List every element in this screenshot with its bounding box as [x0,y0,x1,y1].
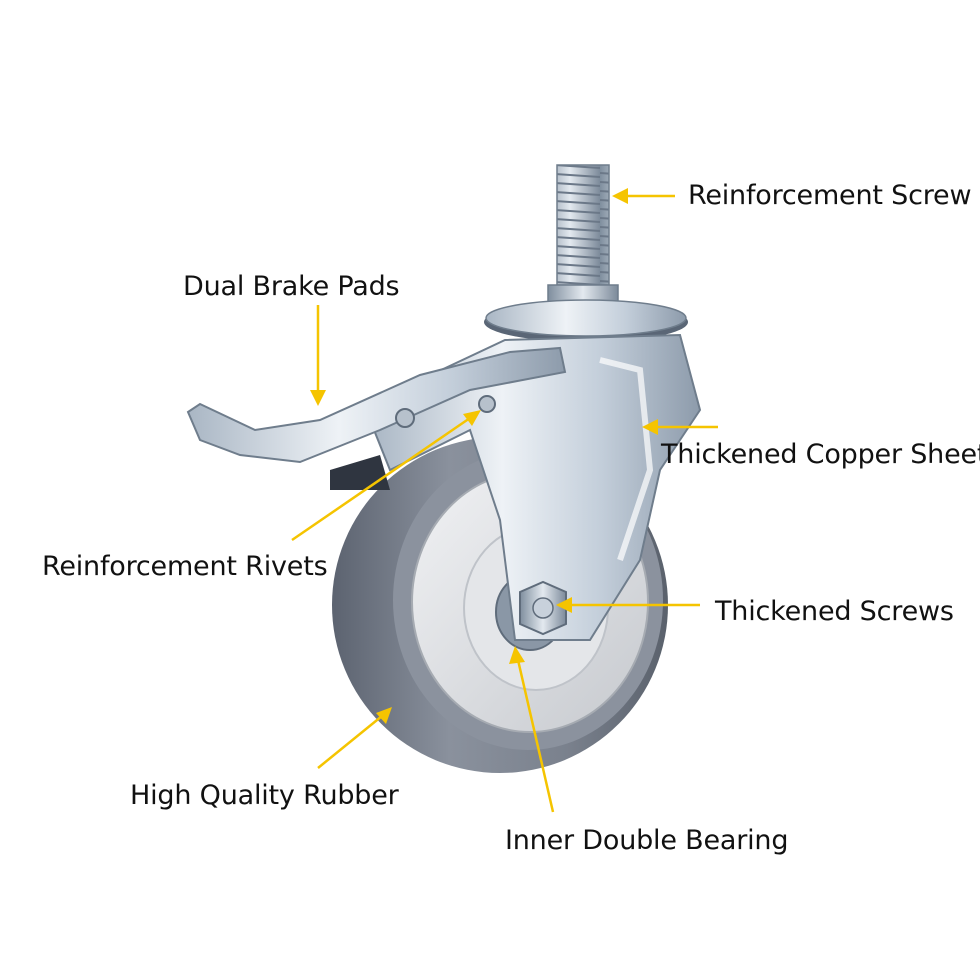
arrow-inner-double-bearing [509,646,555,813]
arrow-high-quality-rubber [317,707,392,769]
axle-bolt [519,580,567,636]
top-plate [484,299,688,342]
threaded-stem [547,164,619,311]
arrow-reinforcement-rivets [291,410,481,542]
arrow-thickened-copper-sheet [642,419,718,435]
callout-arrows [291,188,718,813]
label-thickened-copper-sheet: Thickened Copper Sheet [661,439,980,470]
label-inner-double-bearing: Inner Double Bearing [505,825,789,856]
arrow-thickened-screws [556,597,700,613]
label-reinforcement-rivets: Reinforcement Rivets [42,551,328,582]
label-reinforcement-screw: Reinforcement Screw [688,180,972,211]
label-high-quality-rubber: High Quality Rubber [130,780,399,811]
arrow-reinforcement-screw [612,188,675,204]
label-dual-brake-pads: Dual Brake Pads [183,271,400,302]
label-thickened-screws: Thickened Screws [715,596,954,627]
brake-lever [186,346,567,490]
arrow-dual-brake-pads [310,305,326,406]
